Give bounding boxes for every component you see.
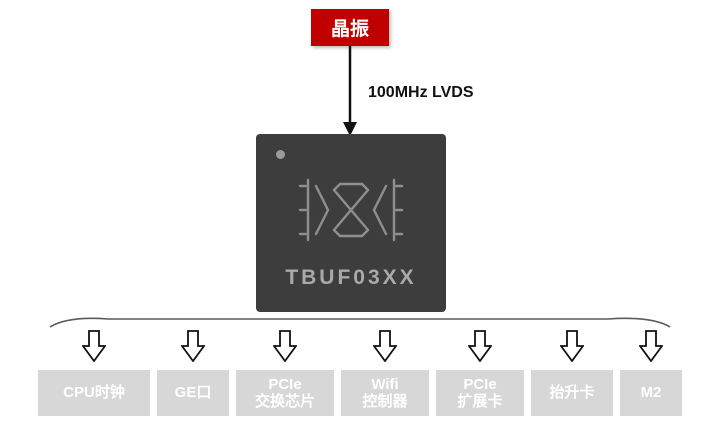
oscillator-label: 晶振 — [330, 19, 369, 40]
down-arrow-connector-icon — [343, 46, 357, 136]
hollow-down-arrow-icon — [273, 330, 297, 362]
hollow-down-arrow-icon — [373, 330, 397, 362]
chip-package: TBUF03XX — [256, 134, 446, 312]
signal-label: 100MHz LVDS — [368, 84, 474, 101]
oscillator-box: 晶振 — [311, 9, 389, 46]
output-column-cpu-clock: CPU时钟 — [38, 330, 150, 416]
hollow-down-arrow-icon — [639, 330, 663, 362]
output-box-cpu-clock: CPU时钟 — [38, 370, 150, 416]
hollow-down-arrow-icon — [82, 330, 106, 362]
output-box-ge-port: GE口 — [157, 370, 229, 416]
output-box-m2: M2 — [620, 370, 682, 416]
output-column-wifi-controller: Wifi 控制器 — [341, 330, 429, 416]
hollow-down-arrow-icon — [560, 330, 584, 362]
output-column-riser-card: 抬升卡 — [531, 330, 613, 416]
output-box-pcie-switch: PCIe 交换芯片 — [236, 370, 334, 416]
outputs-row: CPU时钟 GE口 PCIe 交换芯片 Wifi 控制器 PCIe 扩展卡 — [38, 330, 682, 416]
hollow-down-arrow-icon — [181, 330, 205, 362]
chip-part-number: TBUF03XX — [285, 266, 417, 289]
output-column-pcie-expansion: PCIe 扩展卡 — [436, 330, 524, 416]
chip-logo-icon — [298, 178, 404, 242]
chip-pin1-dot-icon — [276, 150, 285, 159]
output-column-m2: M2 — [620, 330, 682, 416]
hollow-down-arrow-icon — [468, 330, 492, 362]
output-box-wifi-controller: Wifi 控制器 — [341, 370, 429, 416]
fanout-brace-line — [49, 317, 671, 328]
output-column-pcie-switch: PCIe 交换芯片 — [236, 330, 334, 416]
output-box-pcie-expansion: PCIe 扩展卡 — [436, 370, 524, 416]
output-column-ge-port: GE口 — [157, 330, 229, 416]
output-box-riser-card: 抬升卡 — [531, 370, 613, 416]
